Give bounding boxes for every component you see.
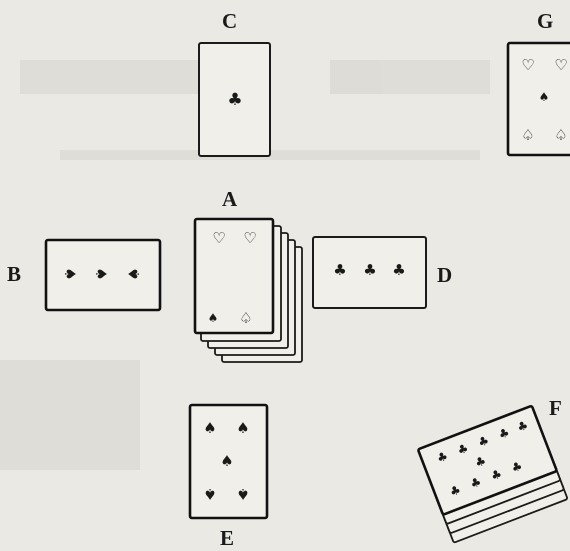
spade-icon: ♠	[61, 267, 79, 280]
label-a: A	[222, 187, 238, 211]
spade-icon: ♤	[554, 126, 567, 144]
heart-icon: ♡	[243, 229, 256, 247]
heart-icon: ♡	[212, 229, 225, 247]
card-c: C ♣	[199, 9, 270, 156]
card-d: ♣ ♣ ♣ D	[313, 237, 452, 308]
card-g: G ♡ ♡ ♠ ♤ ♤	[508, 9, 570, 155]
card-b: B ♠ ♠ ♠	[7, 240, 160, 310]
card-pile-f: F ♣ ♣ ♣ ♣ ♣ ♣ ♣ ♣ ♣ ♣	[418, 396, 568, 543]
label-g: G	[537, 9, 553, 33]
spade-icon: ♠	[203, 485, 216, 503]
spade-icon: ♤	[239, 309, 252, 327]
spade-icon: ♠	[92, 267, 110, 280]
spade-icon: ♠	[236, 419, 249, 437]
heart-icon: ♡	[554, 56, 567, 74]
spade-icon: ♠	[236, 485, 249, 503]
spade-icon: ♠	[208, 311, 219, 325]
label-f: F	[549, 396, 562, 420]
spade-icon: ♠	[125, 267, 143, 280]
club-icon: ♣	[227, 90, 242, 110]
club-icon: ♣	[333, 261, 346, 279]
label-c: C	[222, 9, 237, 33]
label-d: D	[437, 263, 452, 287]
card-e: ♠ ♠ ♠ ♠ ♠ E	[190, 405, 267, 550]
club-icon: ♣	[392, 261, 405, 279]
club-icon: ♣	[363, 261, 376, 279]
heart-icon: ♡	[521, 56, 534, 74]
spade-icon: ♠	[203, 419, 216, 437]
card-pile-a: A ♡ ♡ ♠ ♤	[195, 187, 302, 362]
label-e: E	[220, 526, 234, 550]
spade-icon: ♠	[539, 90, 550, 104]
label-b: B	[7, 262, 21, 286]
spade-icon: ♤	[521, 126, 534, 144]
spade-icon: ♠	[220, 452, 233, 470]
